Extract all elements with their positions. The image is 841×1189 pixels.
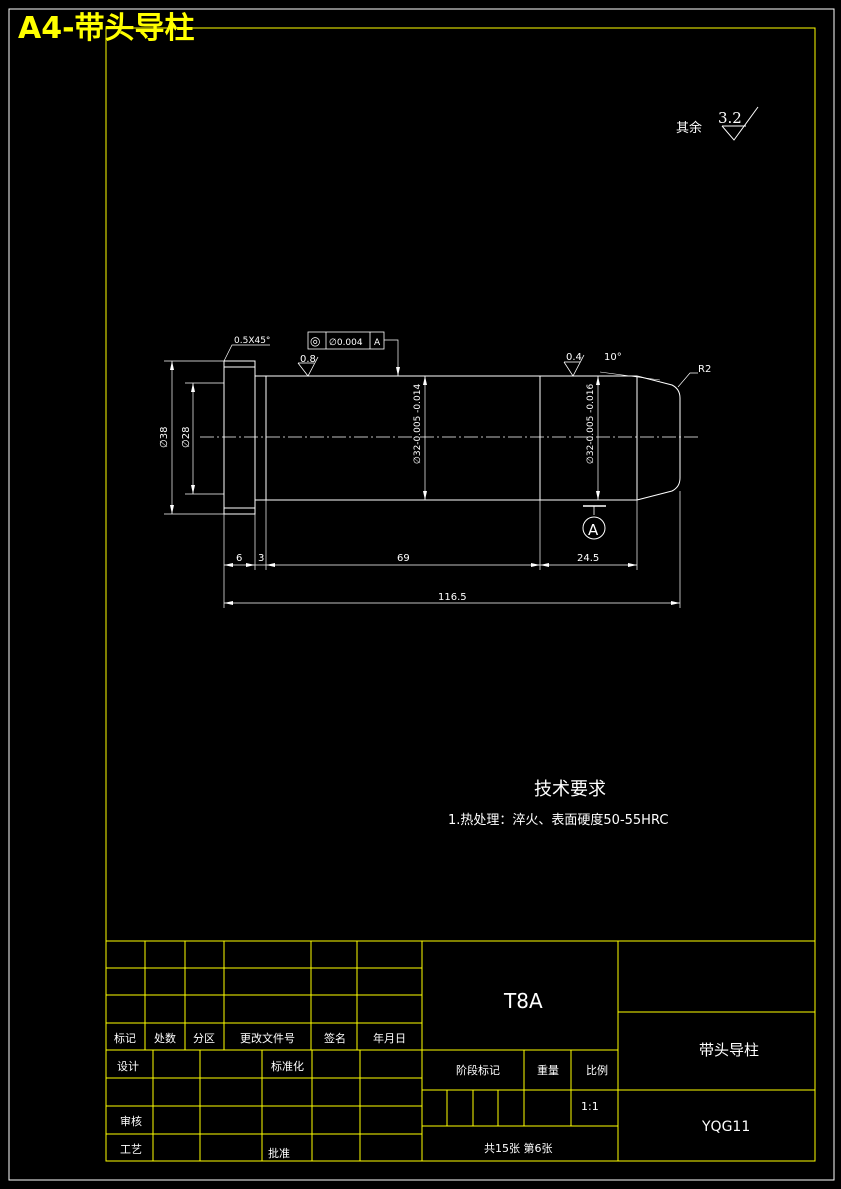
datum-a-symbol: A [582, 505, 606, 540]
dia-head-label: ∅38 [159, 427, 170, 448]
label-review: 审核 [120, 1114, 142, 1128]
datum-a-label: A [588, 521, 599, 539]
label-change-doc: 更改文件号 [240, 1031, 295, 1045]
dim-24-5: 24.5 [577, 553, 599, 564]
material-label: T8A [503, 989, 543, 1013]
scale-value: 1:1 [581, 1100, 599, 1113]
roughness-note-value: 3.2 [718, 109, 742, 127]
title-block-text: T8A 带头导柱 YQG11 标记 处数 分区 更改文件号 签名 年月日 设计 … [114, 989, 759, 1160]
drawing-no-label: YQG11 [701, 1119, 750, 1135]
label-design: 设计 [117, 1060, 139, 1073]
tolerance-datum: A [374, 338, 381, 348]
title-block [105, 940, 816, 1162]
outer-border [8, 8, 835, 1181]
dim-3: 3 [258, 553, 264, 564]
roughness-note: 其余 3.2 [676, 106, 759, 141]
chamfer-label: 0.5X45° [234, 336, 270, 346]
label-stage: 阶段标记 [456, 1063, 500, 1077]
radius-label: R2 [698, 364, 711, 375]
roughness-right-value: 0.4 [566, 352, 582, 363]
tolerance-frame: ◎ ∅0.004 A [307, 331, 400, 376]
label-process: 工艺 [120, 1143, 142, 1156]
label-standardize: 标准化 [271, 1059, 304, 1073]
dia-main-label: ∅32-0.005 -0.014 [413, 384, 423, 464]
label-weight: 重量 [537, 1063, 559, 1077]
dim-69: 69 [397, 553, 410, 564]
label-sign: 签名 [324, 1031, 346, 1045]
label-count: 处数 [154, 1032, 176, 1045]
roughness-left-value: 0.8 [300, 354, 316, 365]
dia-inner-label: ∅28 [181, 427, 192, 448]
tech-req-item-1: 1.热处理：淬火、表面硬度50-55HRC [448, 812, 668, 828]
roughness-note-label: 其余 [676, 120, 702, 136]
angle-label: 10° [604, 352, 622, 363]
label-zone: 分区 [193, 1032, 215, 1045]
part-name-label: 带头导柱 [699, 1041, 759, 1059]
dia-tip-label: ∅32-0.005 -0.016 [586, 384, 596, 464]
part-drawing [164, 360, 700, 608]
tolerance-value: ∅0.004 [329, 338, 363, 348]
label-approve: 批准 [268, 1146, 290, 1160]
dim-6: 6 [236, 553, 242, 564]
dim-arrows [170, 361, 680, 605]
roughness-left: 0.8 [297, 354, 319, 377]
sheets-label: 共15张 第6张 [484, 1141, 553, 1155]
label-mark: 标记 [114, 1031, 136, 1045]
tolerance-symbol: ◎ [310, 334, 320, 348]
radius-callout: R2 [677, 364, 711, 388]
tech-req-title: 技术要求 [534, 779, 606, 800]
chamfer-callout: 0.5X45° [223, 336, 270, 362]
roughness-right: 0.4 [563, 352, 585, 377]
label-date: 年月日 [373, 1031, 406, 1045]
label-scale: 比例 [586, 1063, 608, 1077]
dim-total: 116.5 [438, 592, 467, 603]
